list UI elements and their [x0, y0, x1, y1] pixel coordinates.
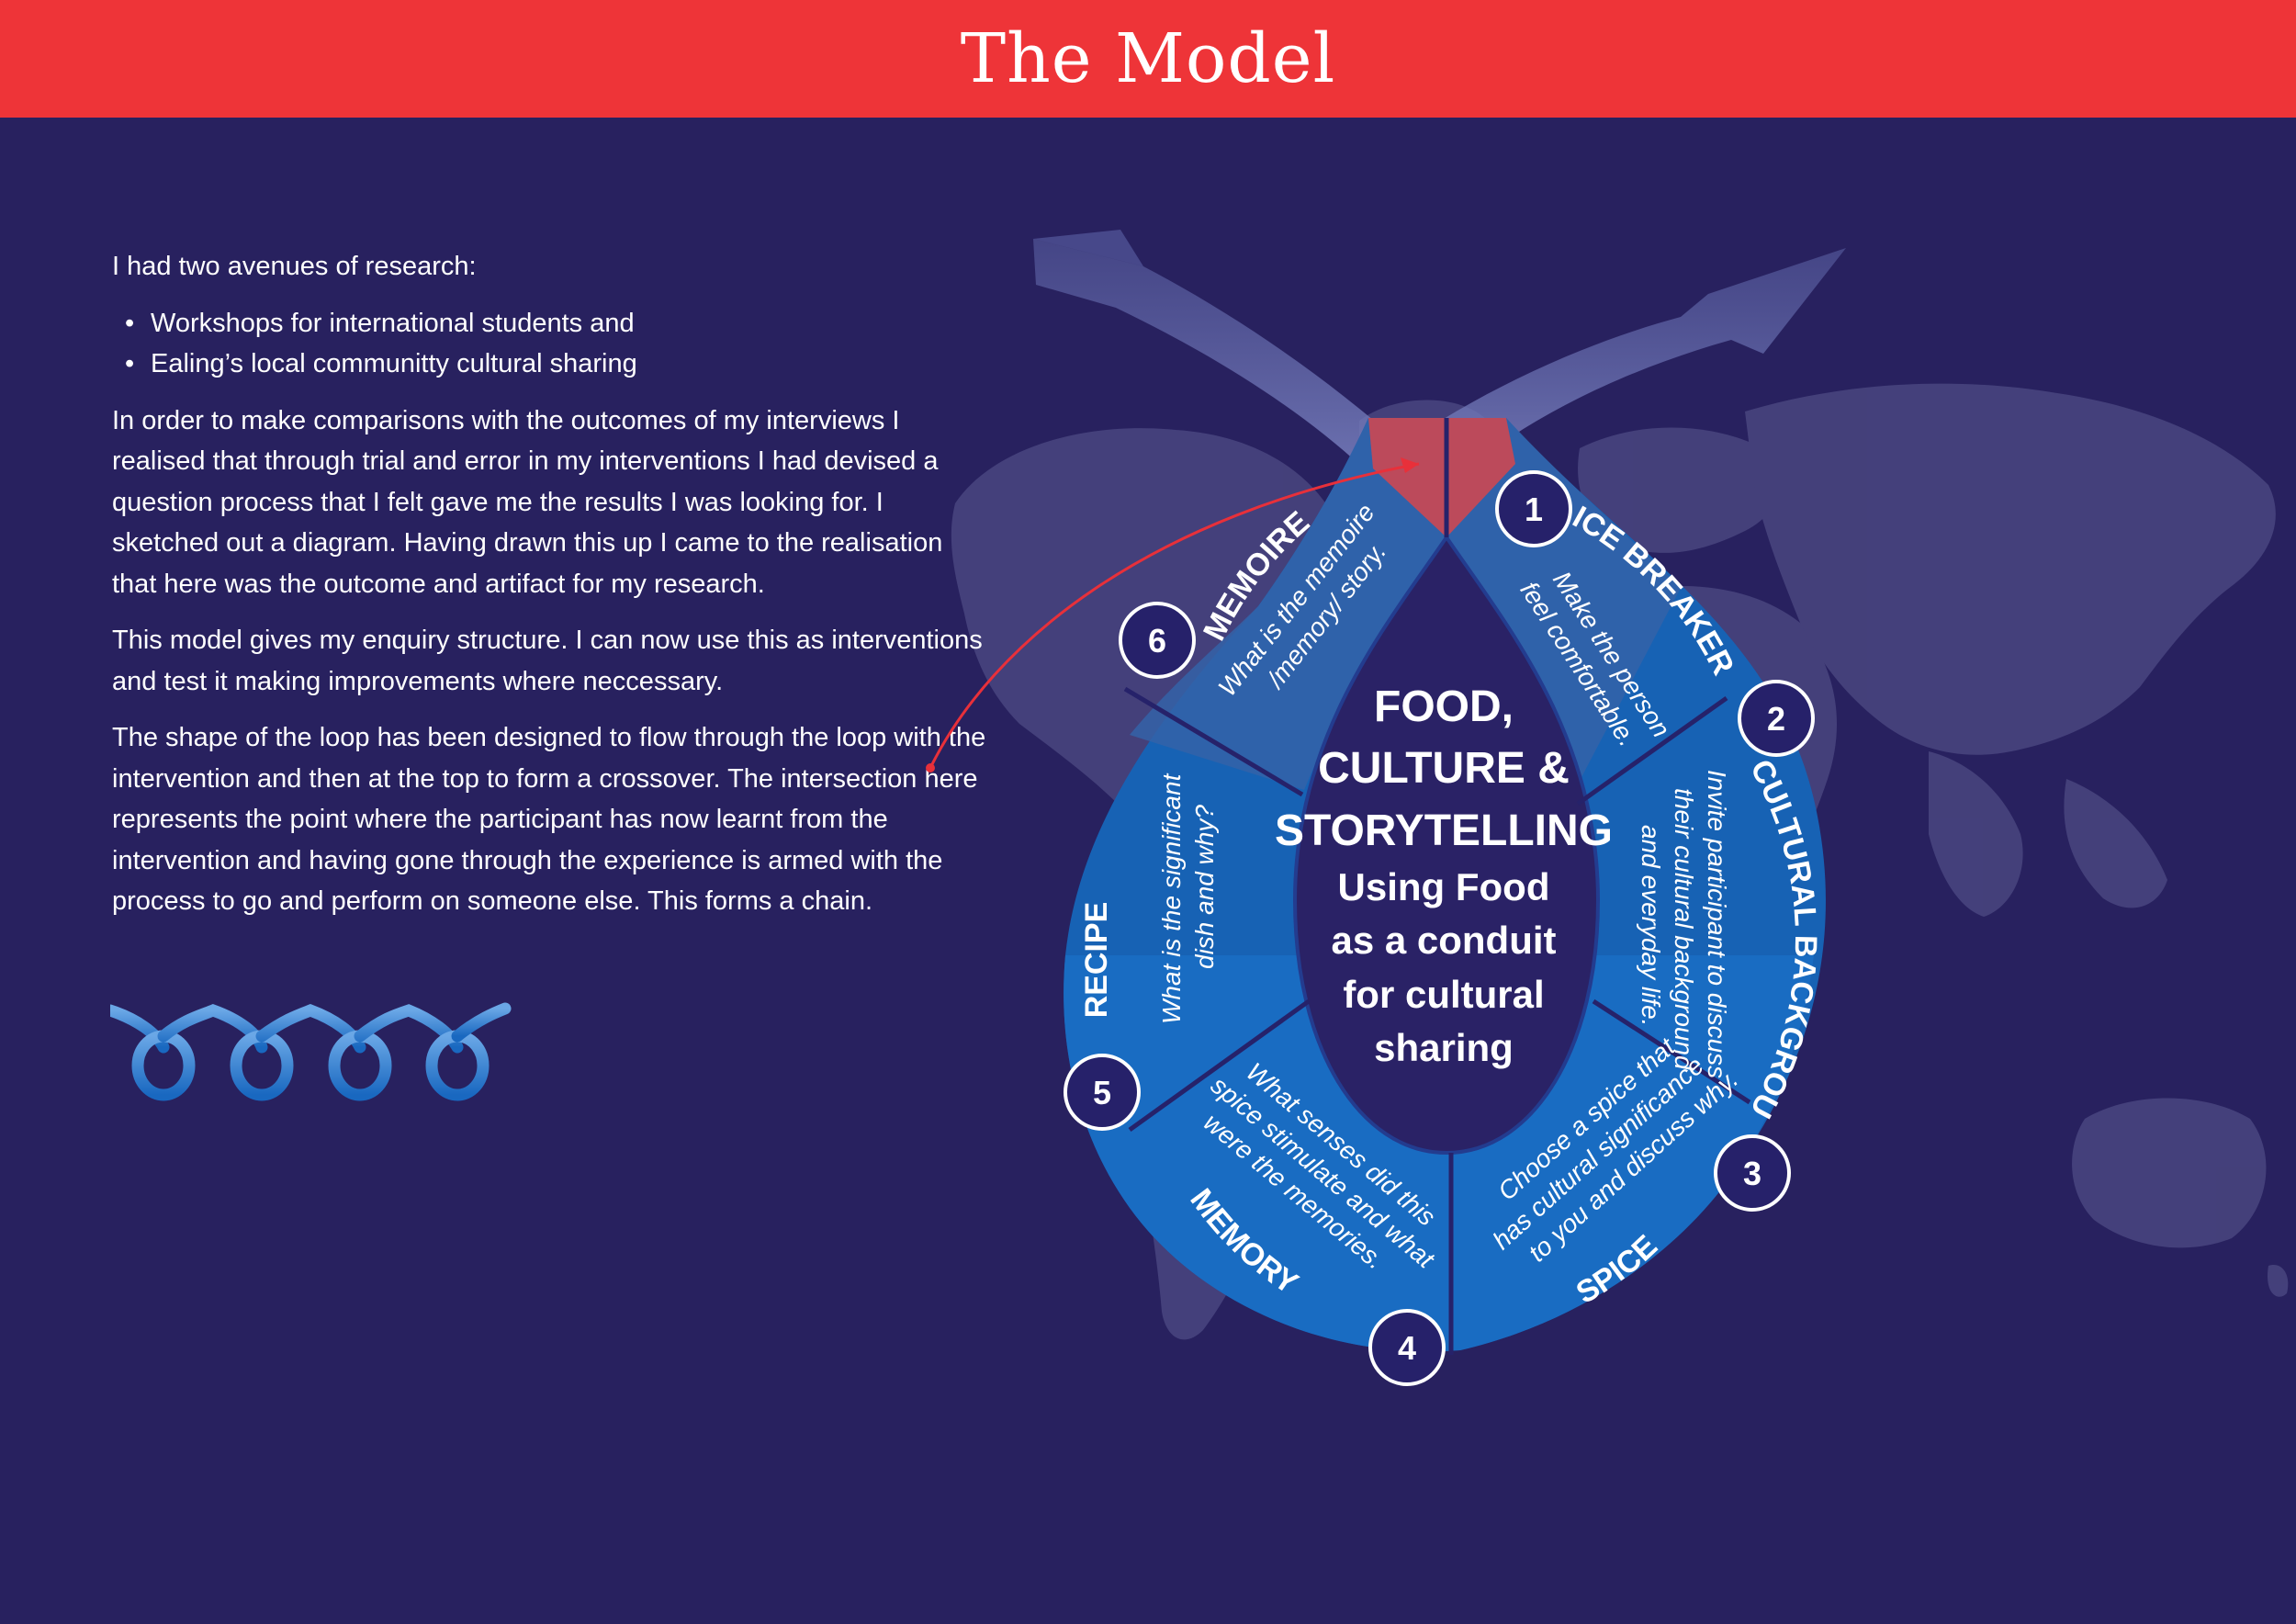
step-badge: 3 [1714, 1134, 1791, 1212]
center-drop [1292, 534, 1601, 1156]
desc-line: their cultural background [1670, 788, 1698, 1071]
step-badge: 1 [1495, 470, 1572, 547]
step-number: 6 [1148, 622, 1166, 660]
paragraph-structure: This model gives my enquiry structure. I… [112, 626, 983, 696]
segment-dividers [1123, 418, 1751, 1355]
center-line: STORYTELLING [1275, 806, 1613, 855]
center-line: sharing [1374, 1026, 1514, 1069]
step-desc-recipe: What is the significant dish and why? [1157, 773, 1219, 1024]
step-number: 5 [1093, 1074, 1111, 1111]
center-line: FOOD, [1374, 682, 1514, 731]
center-line: Using Food [1338, 865, 1550, 908]
intro-lead: I had two avenues of research: [112, 252, 477, 281]
chain-loops-icon [110, 1002, 512, 1101]
step-badge: 2 [1738, 680, 1815, 757]
paragraph-method: In order to make comparisons with the ou… [112, 405, 943, 599]
desc-line: Invite participant to discuss [1703, 770, 1731, 1078]
step-badge: 5 [1064, 1054, 1141, 1131]
center-line: CULTURE & [1318, 744, 1570, 793]
research-list: Workshops for international students and… [112, 303, 994, 385]
list-item: Workshops for international students and [125, 303, 994, 344]
crossover-point [1368, 418, 1515, 537]
step-number: 2 [1767, 700, 1785, 738]
step-number: 1 [1525, 491, 1543, 528]
desc-line: and everyday life. [1637, 825, 1665, 1026]
desc-line: dish and why? [1190, 805, 1219, 969]
page-title: The Model [960, 19, 1336, 98]
header-bar: The Model [0, 0, 2296, 118]
step-badge: 6 [1119, 602, 1196, 679]
step-title-recipe: RECIPE [1079, 902, 1114, 1019]
center-line: as a conduit [1331, 919, 1556, 962]
paragraph-loop: The shape of the loop has been designed … [112, 723, 986, 916]
step-number: 4 [1398, 1329, 1416, 1367]
center-line: for cultural [1343, 973, 1544, 1016]
step-desc-cultural-background: Invite participant to discuss their cult… [1637, 770, 1731, 1078]
annotation-pointer [926, 457, 1420, 773]
step-badge: 4 [1368, 1309, 1446, 1386]
step-number: 3 [1743, 1155, 1761, 1192]
center-text: FOOD, CULTURE & STORYTELLING Using Food … [1275, 682, 1613, 1069]
list-item: Ealing’s local communitty cultural shari… [125, 344, 994, 385]
desc-line: What is the significant [1157, 773, 1186, 1024]
step-number-badges: 1 2 3 4 5 6 [1064, 470, 1815, 1386]
intro-text: I had two avenues of research: Workshops… [112, 246, 994, 938]
